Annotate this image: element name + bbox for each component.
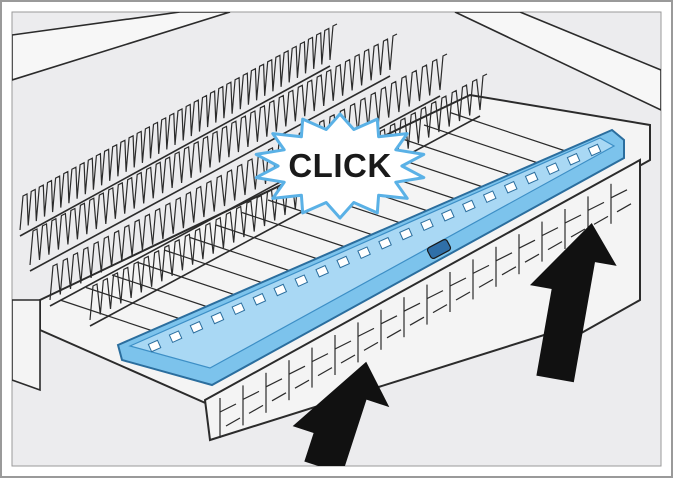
lattice-cross bbox=[317, 367, 333, 377]
lattice-cross bbox=[311, 353, 329, 363]
lattice-cross bbox=[518, 239, 536, 249]
lattice-cross bbox=[587, 201, 605, 211]
lattice-cross bbox=[541, 227, 559, 237]
strip-slot bbox=[420, 218, 434, 232]
strip-slot bbox=[357, 246, 371, 260]
lattice-cross bbox=[472, 264, 490, 274]
strip-slot bbox=[524, 171, 539, 185]
lattice-cross bbox=[432, 304, 448, 314]
lattice-cross bbox=[219, 403, 237, 413]
lattice-cross bbox=[478, 278, 494, 288]
lattice-cross bbox=[593, 215, 609, 225]
strip-slot bbox=[210, 311, 225, 325]
lattice-cross bbox=[271, 392, 287, 402]
up-arrow-icon bbox=[529, 222, 617, 383]
click-callout-text: CLICK bbox=[288, 147, 392, 184]
lattice-cross bbox=[334, 340, 352, 350]
base-wire bbox=[423, 124, 545, 166]
lattice-cross bbox=[426, 290, 444, 300]
tine-row bbox=[29, 33, 398, 266]
left-side-wall bbox=[12, 299, 41, 392]
base-wire bbox=[449, 111, 571, 154]
lattice-cross bbox=[616, 203, 632, 213]
strip-slot bbox=[587, 143, 602, 157]
base-wire bbox=[267, 199, 389, 241]
strip-slot bbox=[462, 199, 476, 213]
base-wire bbox=[397, 136, 519, 179]
strip-slot bbox=[273, 283, 288, 297]
strip-slot bbox=[482, 190, 497, 204]
strip-slot bbox=[231, 302, 246, 316]
strip-slot bbox=[441, 208, 455, 222]
lattice-cross bbox=[363, 341, 379, 351]
lattice-cross bbox=[386, 329, 402, 339]
lattice-cross bbox=[357, 327, 375, 337]
lattice-cross bbox=[288, 365, 306, 375]
lattice-cross bbox=[610, 189, 628, 199]
lattice-cross bbox=[524, 253, 540, 263]
lattice-cross bbox=[340, 354, 356, 364]
tine-row bbox=[49, 53, 448, 301]
lattice-cross bbox=[380, 315, 398, 325]
strip-slot bbox=[252, 292, 267, 306]
up-arrow-icon bbox=[292, 361, 390, 466]
lattice-cross bbox=[547, 241, 563, 251]
click-burst-icon bbox=[254, 112, 426, 220]
tine-row bbox=[19, 23, 338, 231]
strip-slot bbox=[336, 255, 351, 269]
strip-slot bbox=[168, 330, 183, 344]
lattice-cross bbox=[455, 291, 471, 301]
lattice-cross bbox=[409, 316, 425, 326]
tine-rail bbox=[29, 75, 391, 272]
side-panel-lattice bbox=[219, 183, 632, 438]
strip-slot bbox=[566, 152, 581, 166]
lattice-cross bbox=[564, 214, 582, 224]
tine-rail bbox=[19, 65, 331, 237]
lattice-cross bbox=[248, 404, 264, 414]
lattice-cross bbox=[449, 277, 467, 287]
lattice-cross bbox=[242, 390, 260, 400]
lattice-cross bbox=[403, 302, 421, 312]
lattice-cross bbox=[570, 228, 586, 238]
lattice-cross bbox=[294, 379, 310, 389]
strip-slot bbox=[189, 320, 204, 334]
base-wire bbox=[241, 211, 363, 254]
strip-slot bbox=[315, 264, 330, 278]
lattice-cross bbox=[225, 417, 241, 427]
lattice-cross bbox=[265, 378, 283, 388]
clip-strip-slots bbox=[147, 143, 602, 353]
tine-rail bbox=[89, 115, 481, 327]
strip-slot bbox=[294, 274, 309, 288]
strip-slot bbox=[545, 162, 560, 176]
strip-latch bbox=[426, 238, 452, 260]
strip-slot bbox=[378, 236, 392, 250]
strip-slot bbox=[147, 339, 162, 353]
lattice-cross bbox=[501, 266, 517, 276]
lattice-cross bbox=[495, 252, 513, 262]
strip-slot bbox=[503, 180, 518, 194]
strip-slot bbox=[399, 227, 413, 241]
rear-rails bbox=[12, 12, 661, 111]
